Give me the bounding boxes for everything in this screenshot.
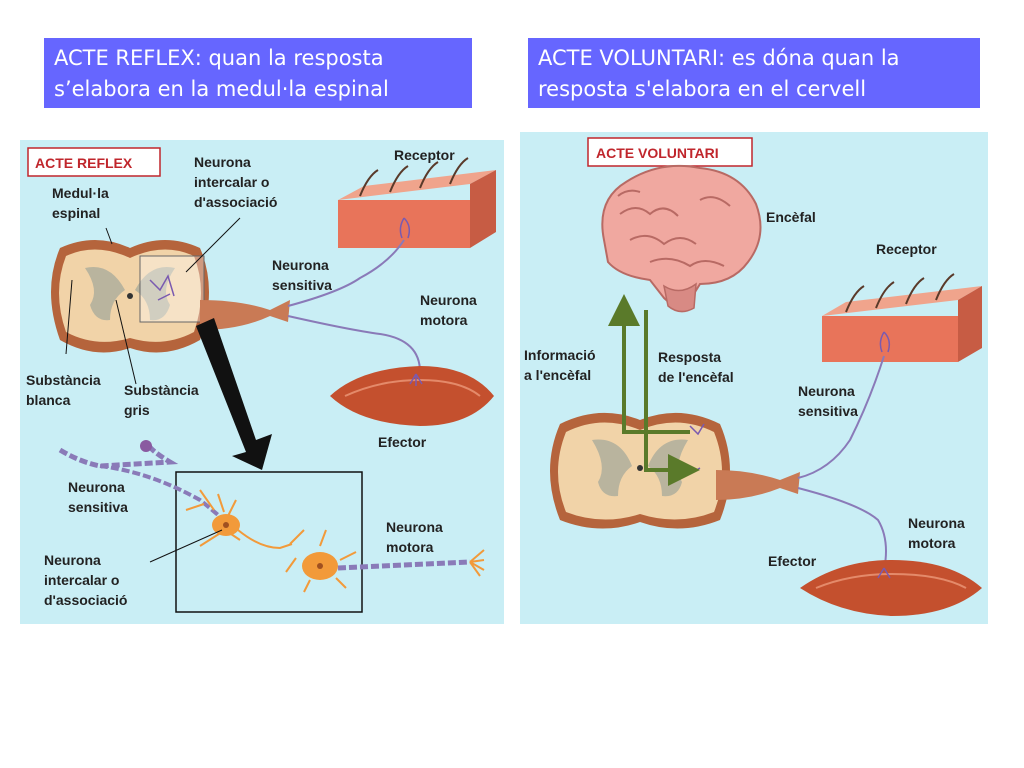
caption-reflex: ACTE REFLEX: quan la resposta s’elabora … xyxy=(44,38,472,108)
caption-reflex-line1: ACTE REFLEX: quan la resposta xyxy=(54,46,384,70)
label-motora-bottom: Neurona motora xyxy=(386,519,447,555)
label-sensitiva-bottom: Neurona sensitiva xyxy=(68,479,129,515)
caption-voluntari-line1: ACTE VOLUNTARI: es dóna quan la xyxy=(538,46,900,70)
brain-illustration xyxy=(601,164,762,313)
neuron-chain-illustration xyxy=(58,440,485,593)
skin-receptor-voluntari xyxy=(822,273,982,362)
sensory-fiber-voluntari xyxy=(797,355,885,479)
label-sensitiva-voluntari: Neurona sensitiva xyxy=(798,383,859,419)
motor-fiber-reflex xyxy=(287,315,421,373)
label-motora-top: Neurona motora xyxy=(420,292,481,328)
reflex-tag-box xyxy=(27,147,161,177)
label-efector-voluntari: Efector xyxy=(768,553,817,569)
label-intercalar-top: Neurona intercalar o d'associació xyxy=(194,154,277,210)
label-receptor-reflex: Receptor xyxy=(394,147,455,163)
muscle-effector-reflex xyxy=(330,366,494,426)
label-blanca: Substància blanca xyxy=(26,372,105,408)
voluntari-panel: ACTE VOLUNTARI xyxy=(520,132,988,624)
voluntari-tag: ACTE VOLUNTARI xyxy=(596,145,719,161)
label-receptor-voluntari: Receptor xyxy=(876,241,937,257)
label-encefal: Encèfal xyxy=(766,209,816,225)
skin-receptor-reflex xyxy=(338,157,496,248)
label-informacio: Informació a l'encèfal xyxy=(524,347,599,383)
voluntari-tag-box xyxy=(587,137,753,167)
caption-reflex-line2: s’elabora en la medul·la espinal xyxy=(54,77,389,101)
label-intercalar-bottom: Neurona intercalar o d'associació xyxy=(44,552,127,608)
caption-voluntari-line2: resposta s'elabora en el cervell xyxy=(538,77,867,101)
label-sensitiva-top: Neurona sensitiva xyxy=(272,257,333,293)
muscle-effector-voluntari xyxy=(800,560,982,616)
reflex-leader-lines xyxy=(65,217,241,563)
caption-voluntari: ACTE VOLUNTARI: es dóna quan la resposta… xyxy=(528,38,980,108)
reflex-tag: ACTE REFLEX xyxy=(35,155,133,171)
neuron-zoom-box xyxy=(175,471,363,613)
sensory-fiber-reflex xyxy=(287,239,405,307)
motor-fiber-voluntari xyxy=(797,487,887,571)
brain-pathway-arrows xyxy=(608,294,700,486)
label-medulla: Medul·la espinal xyxy=(52,185,113,221)
reflex-panel: ACTE REFLEX xyxy=(20,140,504,624)
label-motora-voluntari: Neurona motora xyxy=(908,515,969,551)
label-gris: Substància gris xyxy=(124,382,203,418)
spinal-cord-illustration xyxy=(51,240,290,353)
zoom-arrow xyxy=(196,318,272,470)
label-resposta: Resposta de l'encèfal xyxy=(658,349,734,385)
label-efector-reflex: Efector xyxy=(378,434,427,450)
